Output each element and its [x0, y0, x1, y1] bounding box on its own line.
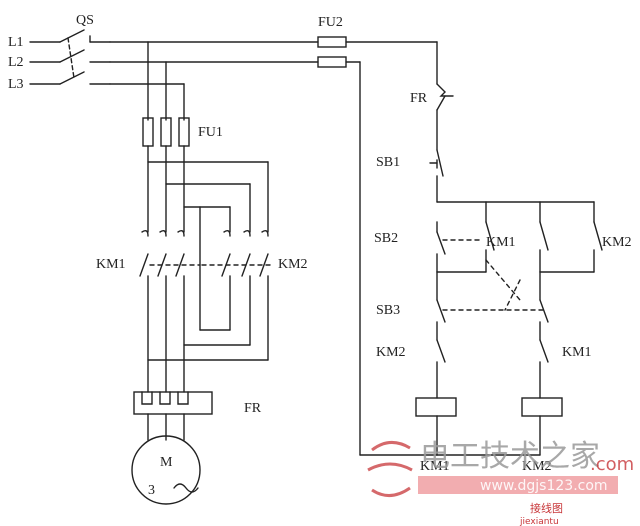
label-fr-bottom: FR: [244, 401, 262, 416]
label-km1-interlock: KM1: [562, 345, 592, 360]
km1-main-contacts: [139, 229, 201, 393]
watermark: 电工技术之家 www.dgjs123.com 接线图 jiexiantu .co…: [367, 439, 634, 526]
fr-thermal-relay: [133, 391, 213, 441]
km2-crossover: [147, 161, 269, 233]
supply-lines: [29, 41, 61, 85]
label-qs: QS: [76, 13, 94, 28]
label-l2: L2: [8, 55, 24, 70]
label-fu2: FU2: [318, 15, 343, 30]
label-sb3: SB3: [376, 303, 400, 318]
watermark-logo-icon: [367, 441, 413, 497]
label-km1-main: KM1: [96, 257, 126, 272]
watermark-band: [418, 476, 618, 494]
label-sb1: SB1: [376, 155, 400, 170]
label-sb2: SB2: [374, 231, 398, 246]
fu2-fuses: [317, 36, 347, 68]
watermark-suffix: .com: [590, 454, 634, 475]
watermark-main-text: 电工技术之家: [420, 439, 600, 474]
km2-main-contacts: [147, 206, 271, 361]
watermark-bottom-en: jiexiantu: [519, 517, 559, 526]
label-motor-m: M: [160, 455, 173, 470]
label-km2-main: KM2: [278, 257, 308, 272]
fu1-fuses: [142, 117, 190, 233]
label-km2-coil: KM2: [522, 459, 552, 474]
motor: [131, 435, 201, 505]
label-fr-top: FR: [410, 91, 428, 106]
qs-switch: [59, 29, 111, 85]
label-fu1: FU1: [198, 125, 223, 140]
label-l1: L1: [8, 35, 24, 50]
bus-lines: [109, 41, 438, 456]
labels: L1 L2 L3 QS FU2 FU1 FR FR SB1 SB2 SB3 KM…: [8, 13, 632, 498]
control-circuit: [415, 41, 603, 456]
watermark-bottom-cn: 接线图: [530, 501, 563, 515]
label-motor-3: 3: [148, 483, 155, 498]
label-km1-coil: KM1: [420, 459, 450, 474]
watermark-domain: www.dgjs123.com: [480, 478, 608, 494]
label-km2-aux: KM2: [602, 235, 632, 250]
label-km1-aux: KM1: [486, 235, 516, 250]
main-verticals: [109, 41, 185, 121]
label-km2-interlock: KM2: [376, 345, 406, 360]
label-l3: L3: [8, 77, 24, 92]
